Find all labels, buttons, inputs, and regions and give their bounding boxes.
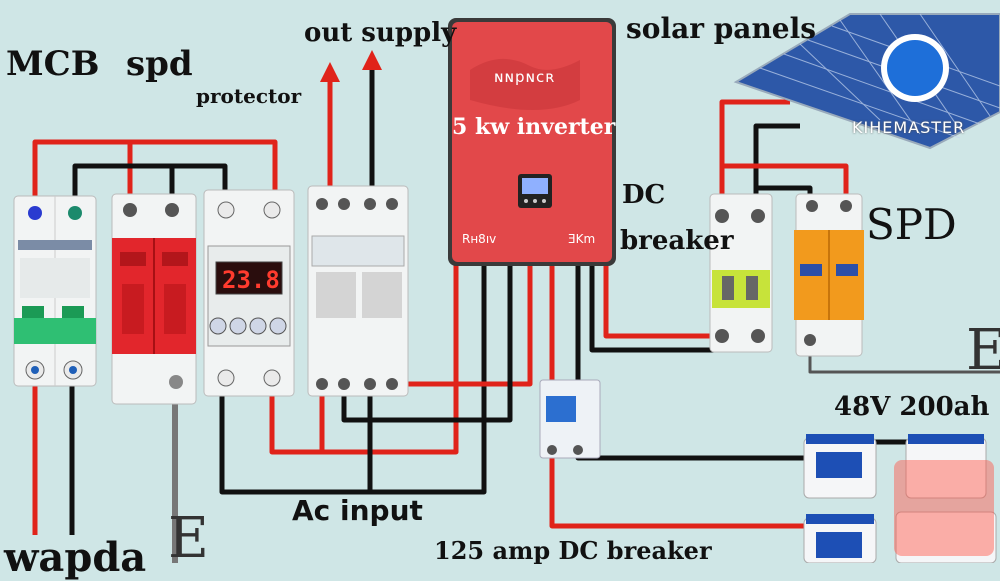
meter-reading: 23.8: [222, 266, 280, 294]
ac-out-live: [396, 260, 533, 387]
live-bus-top: [32, 139, 278, 210]
spd-label: spd: [126, 44, 193, 84]
ac-out-neutral: [341, 260, 513, 423]
watermark-logo: [894, 460, 994, 556]
battery-neg: [575, 260, 812, 461]
breaker-label: breaker: [620, 226, 734, 256]
wiring-diagram: [13, 13, 1000, 563]
inverter-logo: ɴɴpɴcʀ: [494, 68, 556, 86]
dc-label: DC: [622, 180, 666, 210]
inverter-right-mark: ƎKm: [568, 232, 596, 246]
inverter: [448, 18, 616, 266]
ac-in-neutral: [219, 260, 487, 495]
pv-pos: [603, 260, 722, 339]
battery-label: 48V 200ah: [834, 392, 990, 422]
battery-pos: [549, 260, 812, 529]
mcb-label: MCB: [6, 44, 100, 84]
protector-label: protector: [196, 84, 302, 108]
spd-right-label: SPD: [866, 200, 957, 249]
battery: [803, 434, 997, 563]
earth-right-label: E: [966, 318, 1000, 383]
dc-breaker: [709, 193, 773, 353]
earth-left-label: E: [168, 506, 209, 571]
solar-neg: [753, 123, 800, 200]
brand-watermark: KIHEMASTER: [852, 118, 966, 137]
rcbo-device: [307, 185, 409, 397]
voltage-meter: [203, 189, 295, 397]
neutral-bus-top: [72, 163, 228, 210]
spd-device: [111, 193, 197, 405]
inverter-title: 5 kw inverter: [452, 114, 616, 140]
dc-spd: [794, 193, 864, 357]
dc-breaker-125: [539, 379, 601, 459]
out-supply-label: out supply: [304, 18, 457, 48]
ac-in-live: [269, 260, 459, 455]
inverter-left-mark: Rʜ8ıv: [462, 232, 497, 246]
spd-link-red: [722, 163, 849, 200]
earth-right-wire: [808, 352, 1000, 374]
mcb-device: [13, 195, 97, 387]
dc-breaker-125-label: 125 amp DC breaker: [434, 536, 712, 565]
pv-neg: [589, 260, 760, 353]
solar-panels-label: solar panels: [626, 12, 817, 45]
out-supply-arrow-neutral: [362, 50, 382, 70]
solar-panel: [733, 13, 1000, 150]
ac-input-label: Ac input: [292, 494, 423, 527]
out-supply-arrow-live: [320, 62, 340, 82]
wapda-label: wapda: [4, 534, 147, 581]
